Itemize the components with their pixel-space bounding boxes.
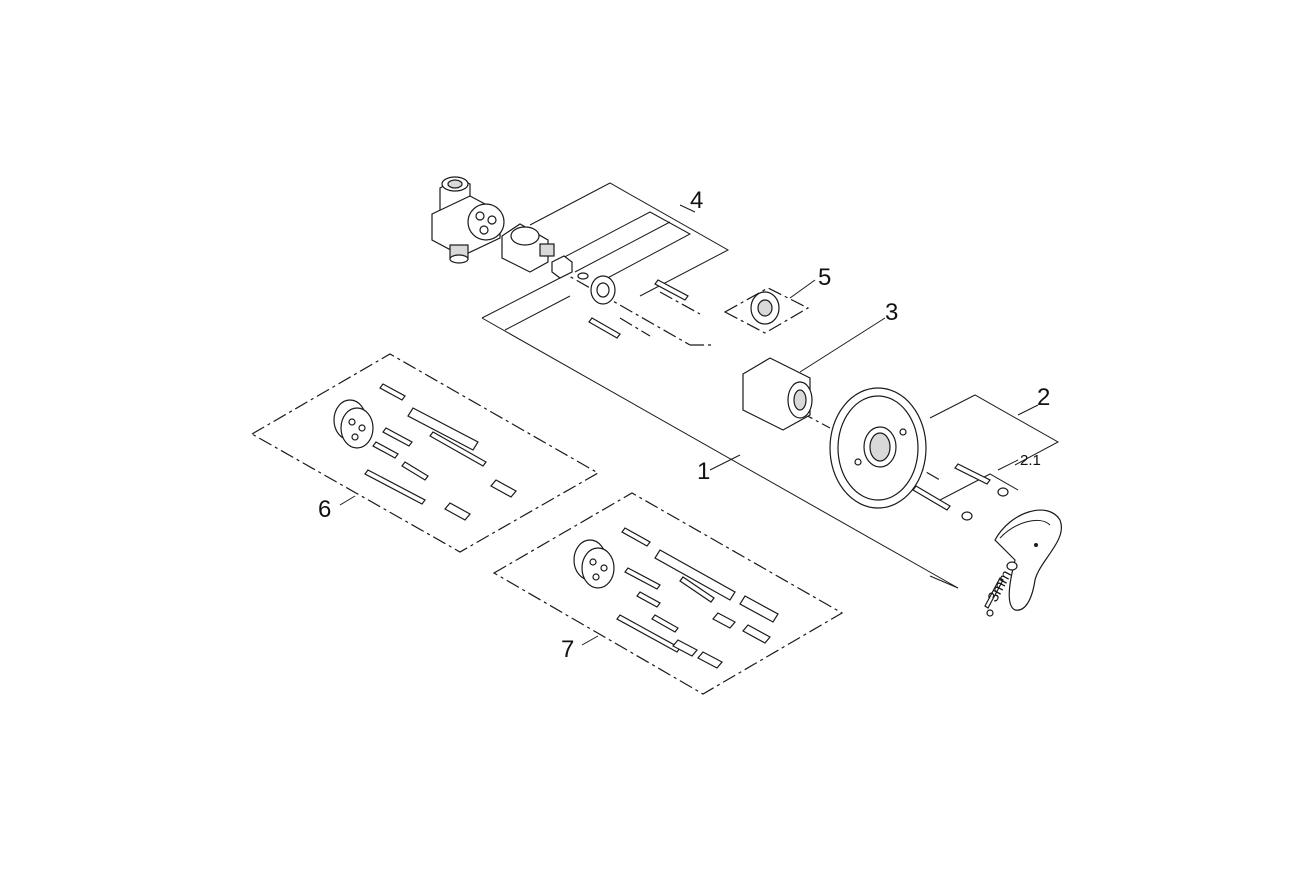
- part-5-box: [723, 287, 810, 334]
- callout-2: 2: [1037, 384, 1050, 411]
- cartridge: [501, 223, 589, 280]
- kit-6-box: [250, 353, 600, 553]
- escutcheon: [829, 387, 1009, 521]
- callout-2-1: 2.1: [1020, 452, 1041, 469]
- callout-3: 3: [885, 299, 898, 326]
- valve-body: [431, 176, 505, 264]
- leader-lines: [339, 182, 1060, 646]
- callout-4: 4: [690, 187, 703, 214]
- callout-6: 6: [318, 496, 331, 523]
- callout-1: 1: [697, 458, 710, 485]
- kit-7-box: [492, 492, 844, 695]
- lever-handle: [984, 509, 1063, 617]
- callout-7: 7: [561, 636, 574, 663]
- callout-5: 5: [818, 264, 831, 291]
- flange-and-screws: [588, 275, 689, 339]
- sleeve: [742, 357, 813, 431]
